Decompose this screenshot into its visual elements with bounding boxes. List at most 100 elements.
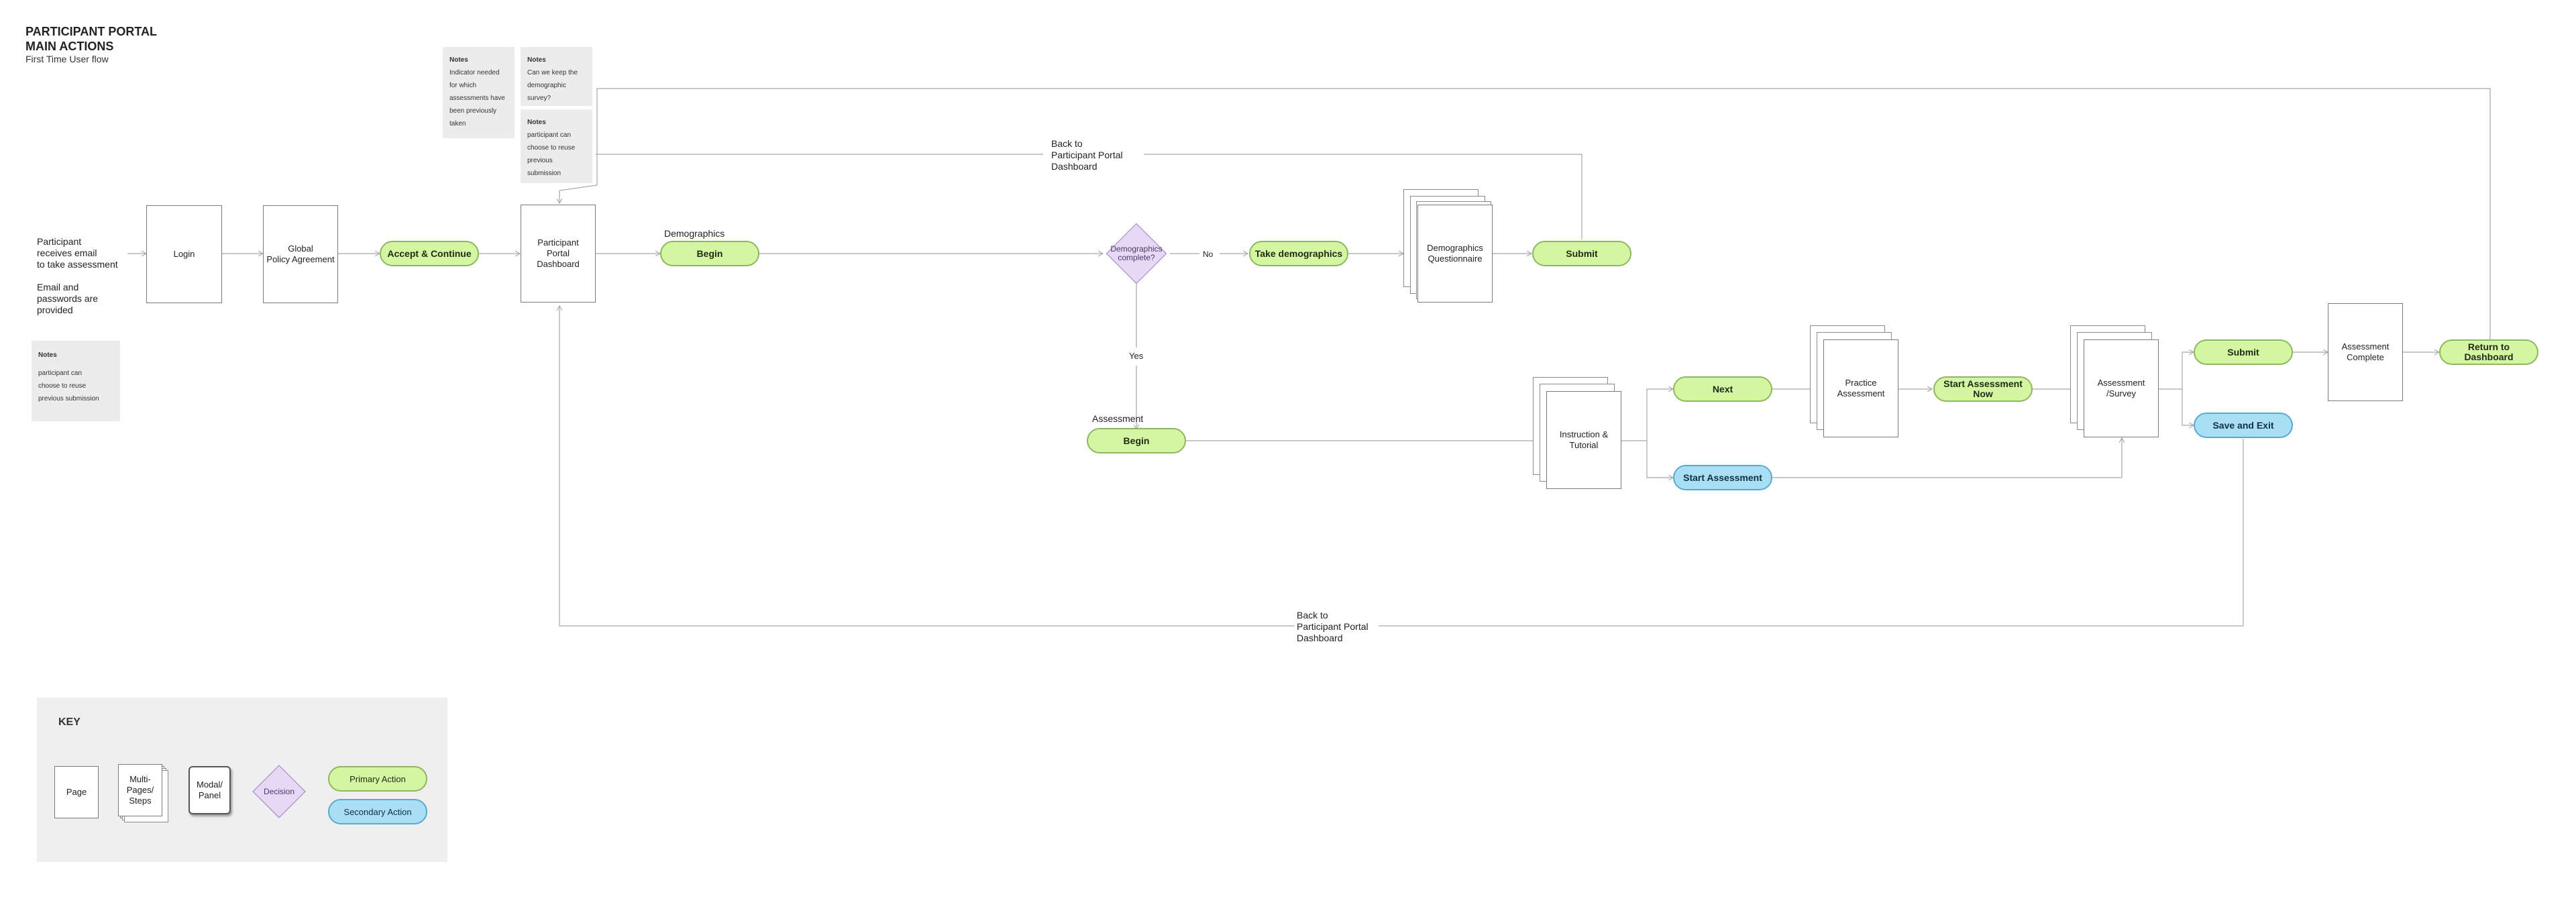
login-page[interactable]: Login bbox=[146, 205, 222, 303]
assessment-section-label: Assessment bbox=[1092, 413, 1144, 424]
demographics-questionnaire-page[interactable]: Demographics Questionnaire bbox=[1417, 205, 1493, 303]
back-top-line-2: Participant Portal bbox=[1051, 150, 1123, 160]
start-now-line-1: Start Assessment bbox=[1943, 378, 2023, 389]
instruction-tutorial-label: Instruction & Tutorial bbox=[1560, 429, 1608, 451]
demographics-questionnaire-label: Demographics Questionnaire bbox=[1427, 243, 1483, 264]
practice-assessment-label: Practice Assessment bbox=[1837, 378, 1885, 399]
complete-line-1: Assessment bbox=[2341, 341, 2390, 352]
practice-line-1: Practice bbox=[1845, 378, 1877, 388]
key-decision-shape: Decision bbox=[249, 765, 309, 818]
start-assessment-now-button[interactable]: Start Assessment Now bbox=[1933, 376, 2033, 402]
back-bottom-line-1: Back to bbox=[1297, 610, 1328, 621]
begin-assessment-button[interactable]: Begin bbox=[1087, 428, 1186, 453]
key-secondary-label: Secondary Action bbox=[343, 806, 412, 817]
back-bottom-line-3: Dashboard bbox=[1297, 633, 1343, 643]
dashboard-label: Participant Portal Dashboard bbox=[537, 237, 580, 270]
return-line-2: Dashboard bbox=[2464, 352, 2514, 362]
next-label: Next bbox=[1712, 383, 1733, 394]
edge-start-survey bbox=[1725, 438, 2122, 478]
save-and-exit-button[interactable]: Save and Exit bbox=[2194, 413, 2293, 438]
demo-q-line-2: Questionnaire bbox=[1428, 254, 1483, 264]
demographics-complete-decision: Demographics complete? bbox=[1104, 223, 1169, 284]
note-indicator: Notes Indicator needed for which assessm… bbox=[443, 47, 515, 138]
back-top-line-1: Back to bbox=[1051, 138, 1083, 149]
note-title: Notes bbox=[527, 119, 546, 126]
key-multi-label: Multi- Pages/ Steps bbox=[127, 774, 154, 806]
decision-line-1: Demographics bbox=[1110, 244, 1163, 254]
credentials-text: Email and passwords are provided bbox=[37, 282, 98, 316]
intro-text: Participant receives email to take asses… bbox=[37, 236, 118, 270]
start-now-label: Start Assessment Now bbox=[1943, 379, 2023, 399]
submit-assessment-button[interactable]: Submit bbox=[2194, 339, 2293, 365]
key-modal-line-2: Panel bbox=[198, 790, 221, 800]
survey-line-1: Assessment bbox=[2097, 378, 2145, 388]
return-to-dashboard-button[interactable]: Return to Dashboard bbox=[2439, 339, 2538, 365]
creds-line-1: Email and bbox=[37, 282, 79, 292]
next-button[interactable]: Next bbox=[1673, 376, 1772, 402]
back-bottom-line-2: Participant Portal bbox=[1297, 621, 1368, 632]
gpa-line-1: Global bbox=[288, 244, 313, 254]
key-decision-label: Decision bbox=[263, 786, 295, 796]
diagram-title: PARTICIPANT PORTAL MAIN ACTIONS bbox=[25, 24, 157, 54]
global-policy-agreement-page[interactable]: Global Policy Agreement bbox=[263, 205, 338, 303]
demo-q-line-1: Demographics bbox=[1427, 243, 1483, 253]
participant-portal-dashboard-page[interactable]: Participant Portal Dashboard bbox=[521, 205, 596, 303]
key-title: KEY bbox=[58, 716, 80, 728]
key-modal-shape: Modal/ Panel bbox=[189, 766, 231, 814]
practice-line-2: Assessment bbox=[1837, 388, 1885, 398]
demographics-section-label: Demographics bbox=[664, 228, 725, 239]
key-modal-label: Modal/ Panel bbox=[197, 779, 223, 801]
instr-line-1: Instruction & bbox=[1559, 429, 1609, 439]
practice-assessment-page[interactable]: Practice Assessment bbox=[1823, 339, 1898, 437]
intro-line-3: to take assessment bbox=[37, 259, 118, 270]
intro-line-2: receives email bbox=[37, 248, 97, 258]
accept-continue-button[interactable]: Accept & Continue bbox=[380, 241, 479, 266]
key-modal-line-1: Modal/ bbox=[196, 779, 223, 790]
login-page-label: Login bbox=[173, 249, 195, 259]
back-to-dashboard-top-label: Back to Participant Portal Dashboard bbox=[1051, 138, 1123, 172]
title-line-1: PARTICIPANT PORTAL bbox=[25, 25, 157, 38]
edge-submit-back-to-dashboard bbox=[1144, 154, 1582, 239]
start-assessment-button[interactable]: Start Assessment bbox=[1673, 465, 1772, 490]
return-label: Return to Dashboard bbox=[2464, 342, 2513, 362]
gpa-label: Global Policy Agreement bbox=[266, 244, 334, 265]
start-now-line-2: Now bbox=[1973, 388, 1993, 399]
note-body: Can we keep the demographic survey? bbox=[527, 69, 578, 102]
key-page-label: Page bbox=[66, 787, 87, 797]
begin-assessment-label: Begin bbox=[1123, 435, 1150, 446]
note-body: Indicator needed for which assessments h… bbox=[449, 69, 505, 127]
submit-demographics-button[interactable]: Submit bbox=[1532, 241, 1631, 266]
take-demographics-label: Take demographics bbox=[1254, 248, 1343, 259]
creds-line-2: passwords are bbox=[37, 293, 99, 304]
begin-demographics-label: Begin bbox=[696, 248, 723, 259]
survey-line-2: /Survey bbox=[2106, 388, 2137, 398]
begin-demographics-button[interactable]: Begin bbox=[660, 241, 759, 266]
note-reuse-top: Notes participant can choose to reuse pr… bbox=[521, 109, 592, 183]
legend-key: KEY Page Multi- Pages/ Steps Modal/ Pane… bbox=[37, 698, 447, 862]
assessment-complete-page[interactable]: Assessment Complete bbox=[2328, 303, 2403, 401]
note-body: participant can choose to reuse previous… bbox=[527, 131, 576, 177]
start-assessment-label: Start Assessment bbox=[1683, 472, 1762, 483]
instruction-tutorial-page[interactable]: Instruction & Tutorial bbox=[1546, 391, 1621, 489]
intro-line-1: Participant bbox=[37, 236, 82, 247]
dash-line-2: Portal bbox=[547, 248, 570, 258]
note-title: Notes bbox=[38, 352, 57, 359]
dash-line-1: Participant bbox=[537, 237, 579, 248]
edge-survey-submit bbox=[2159, 352, 2194, 390]
decision-line-2: complete? bbox=[1118, 253, 1155, 262]
edge-back-bottom-to-dashboard bbox=[559, 306, 1295, 627]
submit-demographics-label: Submit bbox=[1566, 248, 1598, 259]
diagram-subtitle: First Time User flow bbox=[25, 54, 109, 64]
take-demographics-button[interactable]: Take demographics bbox=[1249, 241, 1348, 266]
key-multi-line-3: Steps bbox=[129, 796, 152, 806]
key-primary-label: Primary Action bbox=[350, 773, 406, 784]
key-multi-page-shape: Multi- Pages/ Steps bbox=[118, 764, 162, 816]
submit-assessment-label: Submit bbox=[2227, 346, 2259, 358]
edge-save-back bbox=[1379, 439, 2244, 627]
edge-survey-save bbox=[2182, 389, 2194, 425]
creds-line-3: provided bbox=[37, 305, 73, 315]
edge-instr-next bbox=[1621, 389, 1673, 441]
assessment-survey-page[interactable]: Assessment /Survey bbox=[2084, 339, 2159, 437]
